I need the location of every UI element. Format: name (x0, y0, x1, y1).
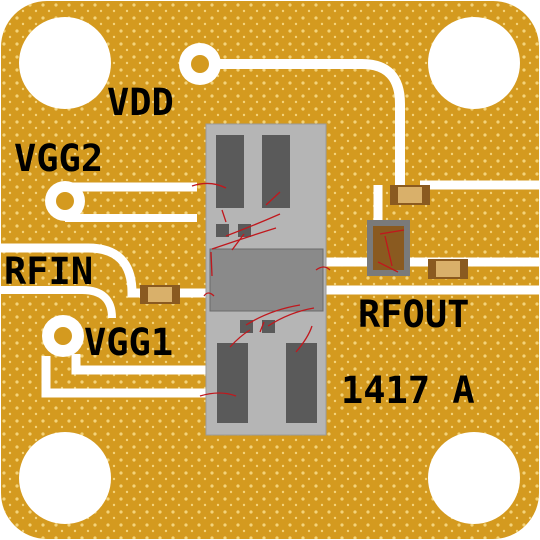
bond-wire (295, 325, 313, 353)
bond-wire (191, 182, 227, 189)
vdd-bond-pad-center (191, 55, 209, 73)
vgg1-label: VGG1 (84, 321, 173, 364)
mounting-hole-top-left (19, 17, 111, 109)
mounting-hole-bottom-left (19, 432, 111, 524)
bond-wire (211, 227, 277, 250)
bond-wire (199, 392, 237, 397)
bond-wires (191, 182, 331, 397)
capacitor-rfin-body (148, 287, 172, 302)
bond-wire (231, 233, 245, 251)
bond-wire (245, 304, 301, 326)
rfin-trace (0, 243, 206, 298)
capacitor-vdd-body (398, 187, 422, 203)
vgg2-bond-pad-center (56, 192, 74, 210)
bias-tee-wire (377, 229, 405, 273)
bond-pads (42, 43, 221, 357)
bond-wire (265, 191, 281, 206)
vgg2-label: VGG2 (14, 137, 103, 180)
vgg1-trace-inner (71, 354, 206, 375)
mounting-holes (19, 17, 520, 524)
bond-wire (315, 266, 331, 271)
mounting-hole-bottom-right (428, 432, 520, 524)
bypass-pad-upper-left (216, 135, 244, 208)
bond-wire (221, 209, 227, 223)
rfin-trace-lower (0, 286, 116, 319)
bypass-pad-upper-right (262, 135, 290, 208)
bond-wire (225, 213, 281, 237)
components (140, 185, 468, 304)
mounting-hole-top-right (428, 17, 520, 109)
bond-wire (210, 251, 213, 277)
bond-wire (267, 307, 315, 327)
silkscreen-labels: VDD VGG2 RFIN VGG1 RFOUT 1417 A (4, 81, 475, 412)
bypass-pad-lower-right (286, 343, 317, 423)
bond-wire (229, 329, 251, 348)
bond-wire (203, 292, 215, 297)
rfin-label: RFIN (4, 250, 93, 293)
vgg1-bond-pad-center (54, 327, 72, 345)
bypass-pad-lower-left (217, 343, 248, 423)
bond-wire (259, 321, 265, 333)
part-number-label: 1417 A (341, 369, 475, 412)
mmic-chip (205, 123, 327, 436)
bond-pad-square-4 (262, 320, 275, 333)
capacitor-rfout-body (436, 261, 460, 277)
amplifier-die (209, 248, 324, 312)
vdd-label: VDD (107, 81, 174, 124)
bond-pad-square-1 (216, 224, 229, 237)
rfout-label: RFOUT (358, 293, 469, 336)
vgg1-trace (41, 356, 206, 398)
vdd-trace (196, 59, 405, 185)
